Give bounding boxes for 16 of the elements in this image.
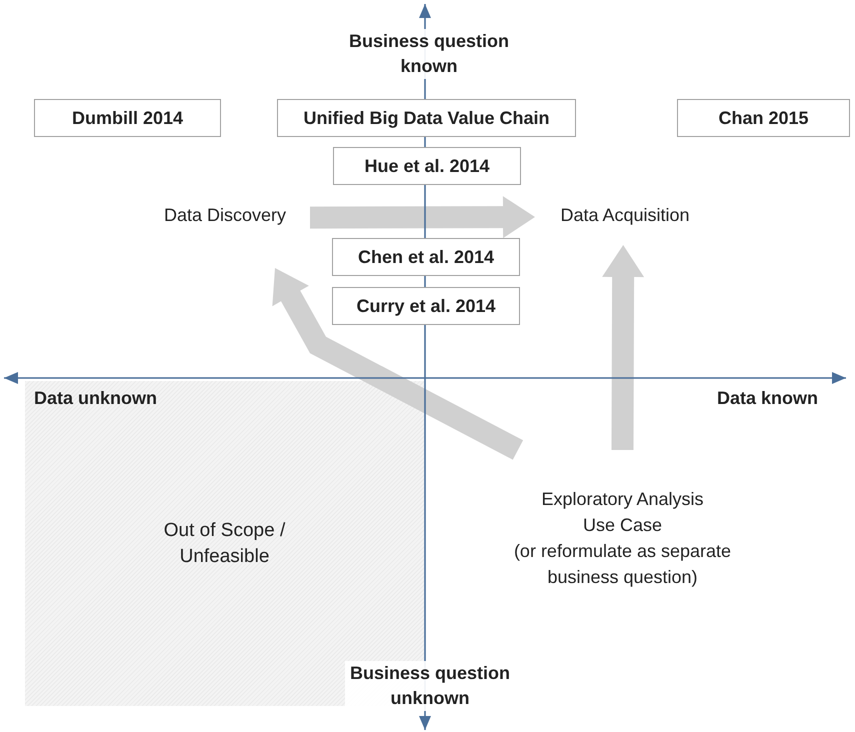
reference-box: Hue et al. 2014 — [333, 147, 521, 185]
axis-label: Data unknown — [34, 387, 158, 410]
region-label: Out of Scope / Unfeasible — [162, 518, 286, 568]
phase-label: Data Acquisition — [535, 205, 715, 245]
reference-box: Dumbill 2014 — [34, 99, 221, 137]
reference-box: Unified Big Data Value Chain — [277, 99, 576, 137]
reference-box: Curry et al. 2014 — [332, 287, 520, 325]
block-arrow — [602, 245, 644, 450]
reference-box: Chan 2015 — [677, 99, 850, 137]
use-case-label: Exploratory Analysis Use Case — [540, 488, 705, 538]
axis-label: Data known — [716, 387, 818, 410]
use-case-label: (or reformulate as separate business question) — [512, 540, 732, 590]
block-arrow — [310, 196, 535, 238]
reference-box: Chen et al. 2014 — [332, 238, 520, 276]
block-arrow — [272, 268, 524, 460]
phase-label: Data Discovery — [140, 205, 310, 268]
